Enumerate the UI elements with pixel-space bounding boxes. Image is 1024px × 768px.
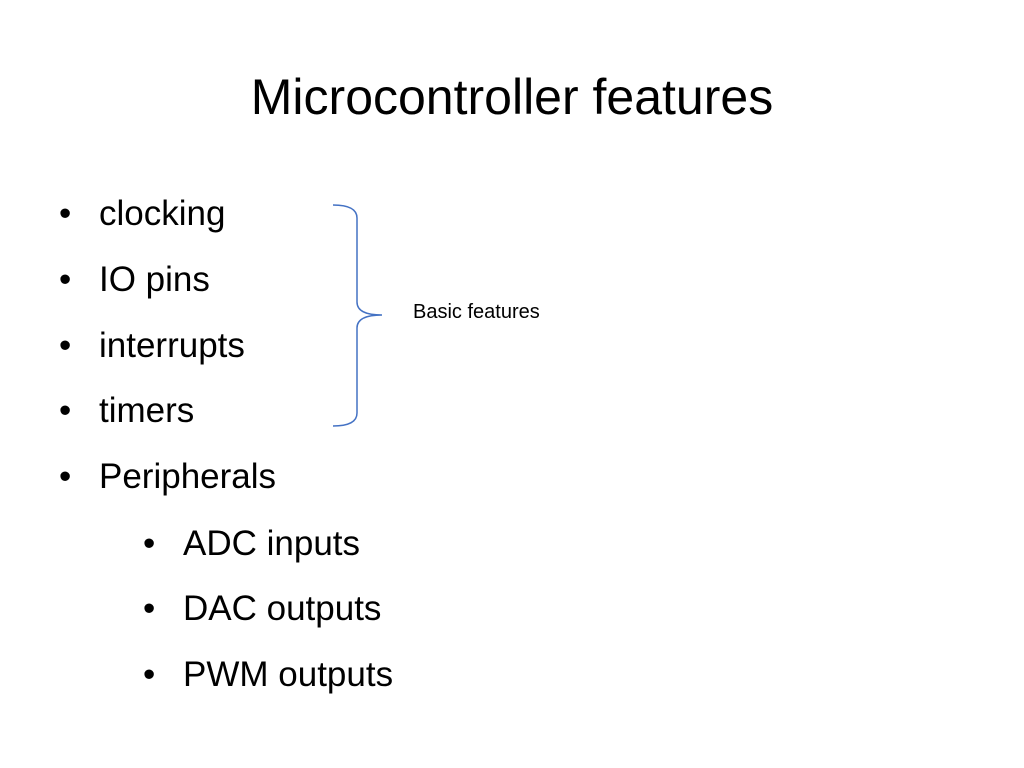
sub-bullet-item-pwm-outputs: • PWM outputs bbox=[143, 655, 394, 695]
bullet-dot-icon: • bbox=[59, 326, 72, 365]
sub-bullet-item-adc-inputs: • ADC inputs bbox=[143, 524, 361, 564]
bullet-dot-icon: • bbox=[143, 589, 156, 628]
brace-path bbox=[332, 204, 383, 427]
bullet-text: clocking bbox=[99, 194, 226, 233]
bullet-item-interrupts: • interrupts bbox=[59, 326, 245, 366]
right-curly-brace bbox=[332, 204, 383, 427]
bullet-dot-icon: • bbox=[143, 524, 156, 563]
bullet-dot-icon: • bbox=[59, 260, 72, 299]
bullet-dot-icon: • bbox=[59, 194, 72, 233]
bullet-text: interrupts bbox=[99, 326, 245, 365]
bullet-item-timers: • timers bbox=[59, 391, 195, 431]
sub-bullet-item-dac-outputs: • DAC outputs bbox=[143, 589, 382, 629]
bullet-text: ADC inputs bbox=[183, 524, 361, 563]
bullet-text: IO pins bbox=[99, 260, 210, 299]
slide-title: Microcontroller features bbox=[250, 69, 774, 125]
bullet-item-io-pins: • IO pins bbox=[59, 260, 210, 300]
bullet-item-clocking: • clocking bbox=[59, 194, 226, 234]
bullet-dot-icon: • bbox=[59, 457, 72, 496]
bullet-text: DAC outputs bbox=[183, 589, 382, 628]
bullet-item-peripherals: • Peripherals bbox=[59, 457, 277, 497]
bullet-dot-icon: • bbox=[59, 391, 72, 430]
bullet-text: timers bbox=[99, 391, 195, 430]
brace-annotation: Basic features bbox=[413, 301, 540, 323]
bullet-text: PWM outputs bbox=[183, 655, 394, 694]
bullet-dot-icon: • bbox=[143, 655, 156, 694]
bullet-text: Peripherals bbox=[99, 457, 277, 496]
